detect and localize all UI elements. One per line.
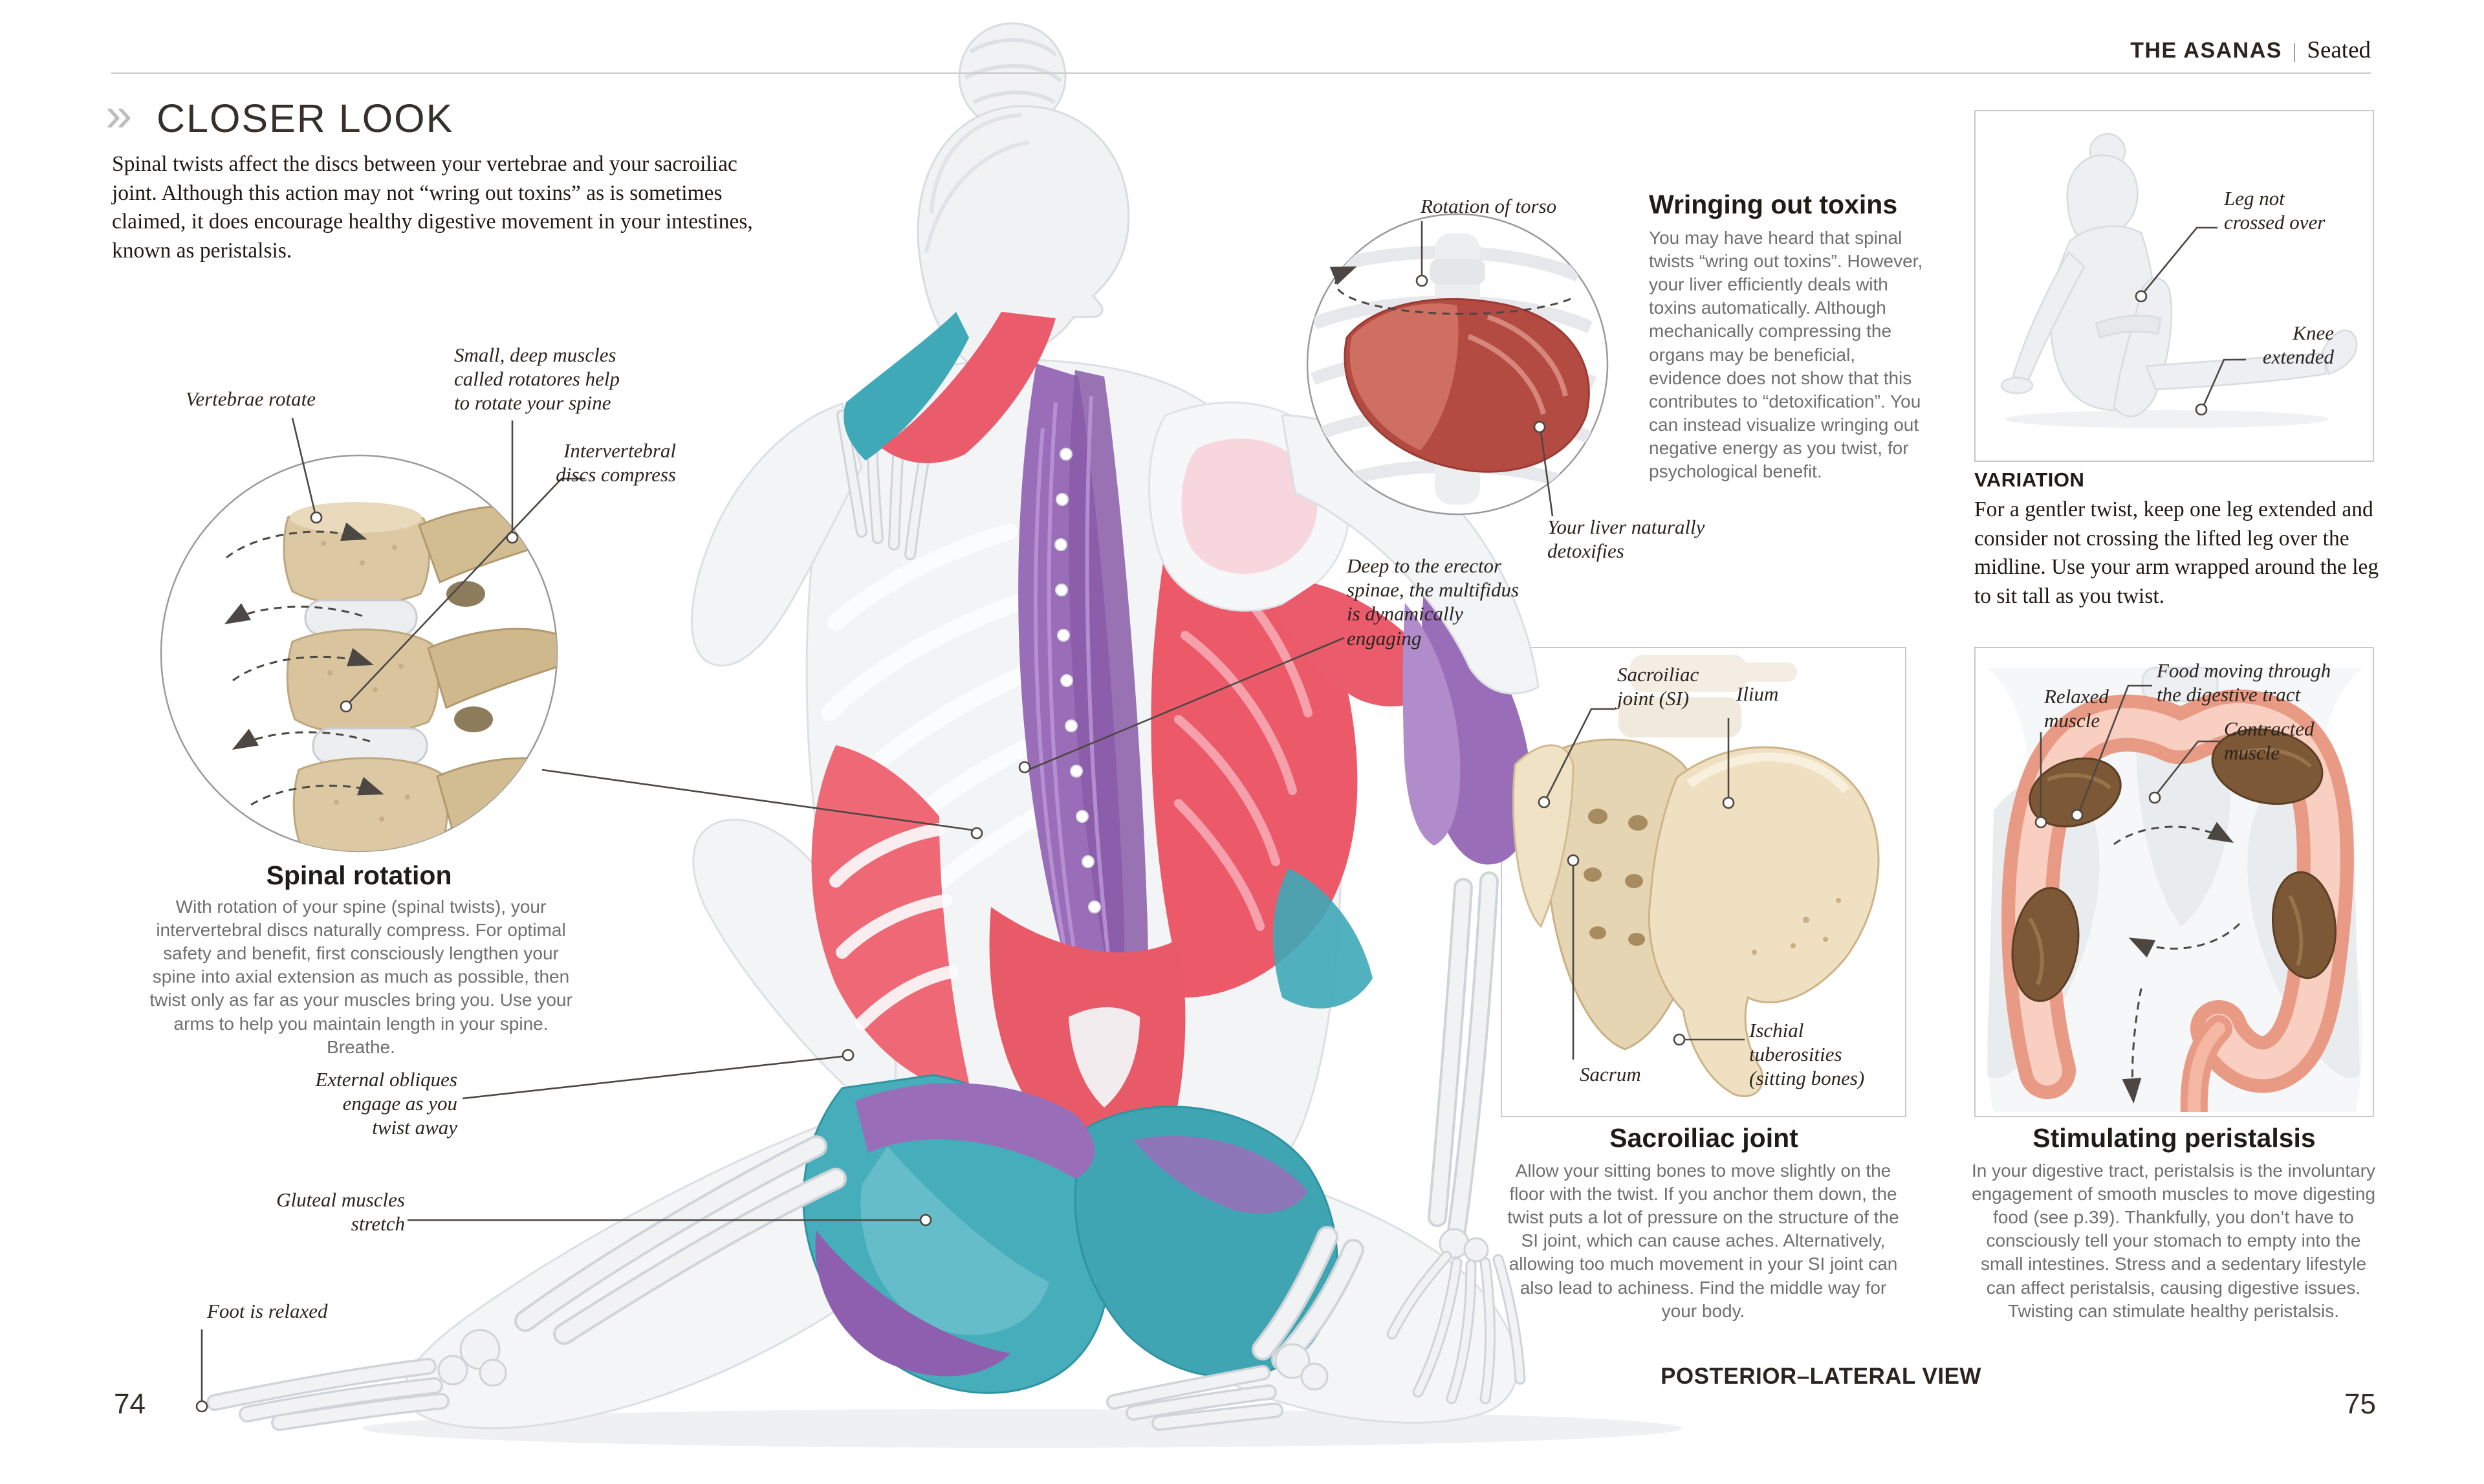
label-external-obliques: External obliques engage as you twist aw… [315, 1068, 457, 1139]
header-rule [111, 72, 2371, 74]
page-title: CLOSER LOOK [157, 96, 454, 140]
spinal-rotation-heading: Spinal rotation [266, 860, 452, 890]
double-chevron-icon: » [105, 87, 133, 141]
variation-panel [1974, 110, 2374, 462]
sacroiliac-paragraph: Allow your sitting bones to move slightl… [1507, 1161, 1899, 1321]
vertebrae-inset-illustration [160, 454, 558, 853]
label-rotatores: Small, deep muscles called rotatores hel… [454, 344, 620, 415]
peristalsis-paragraph: In your digestive tract, peristalsis is … [1971, 1161, 2376, 1321]
label-relaxed-muscle: Relaxed muscle [2044, 685, 2109, 732]
label-foot-relaxed: Foot is relaxed [207, 1300, 328, 1322]
variation-paragraph: For a gentler twist, keep one leg extend… [1974, 497, 2379, 608]
label-contracted-muscle: Contracted muscle [2224, 717, 2315, 765]
label-discs-compress: Intervertebral discs compress [556, 439, 676, 486]
label-vertebrae-rotate: Vertebrae rotate [185, 387, 316, 410]
label-sacrum: Sacrum [1580, 1063, 1641, 1086]
header-divider: | [2292, 39, 2297, 62]
intro-paragraph: Spinal twists affect the discs between y… [112, 152, 753, 263]
label-food-moving: Food moving through the digestive tract [2157, 659, 2331, 706]
label-ilium: Ilium [1736, 682, 1779, 705]
label-rotation-of-torso: Rotation of torso [1421, 195, 1557, 217]
spinal-rotation-paragraph: With rotation of your spine (spinal twis… [149, 897, 572, 1057]
label-si-joint: Sacroiliac joint (SI) [1617, 663, 1699, 710]
label-ischial: Ischial tuberosities (sitting bones) [1749, 1019, 1865, 1090]
wringing-paragraph: You may have heard that spinal twists “w… [1649, 228, 1923, 482]
header-chapter: Seated [2307, 37, 2371, 63]
label-gluteal: Gluteal muscles stretch [276, 1188, 405, 1236]
label-multifidus: Deep to the erector spinae, the multifid… [1347, 554, 1520, 649]
page-header: THE ASANAS | Seated [2130, 36, 2371, 64]
page-number-left: 74 [114, 1388, 146, 1420]
label-knee-extended: Knee extended [2262, 322, 2334, 369]
wringing-heading: Wringing out toxins [1649, 190, 1898, 219]
sacroiliac-heading: Sacroiliac joint [1609, 1123, 1798, 1153]
page-number-right: 75 [2344, 1388, 2376, 1420]
peristalsis-heading: Stimulating peristalsis [2032, 1123, 2316, 1153]
variation-heading: VARIATION [1974, 468, 2085, 491]
label-liver-detoxifies: Your liver naturally detoxifies [1547, 516, 1705, 563]
label-leg-not-crossed: Leg not crossed over [2224, 187, 2326, 234]
view-label: POSTERIOR–LATERAL VIEW [1661, 1364, 1981, 1389]
liver-inset-illustration [1306, 213, 1609, 516]
header-section: THE ASANAS [2130, 38, 2282, 63]
